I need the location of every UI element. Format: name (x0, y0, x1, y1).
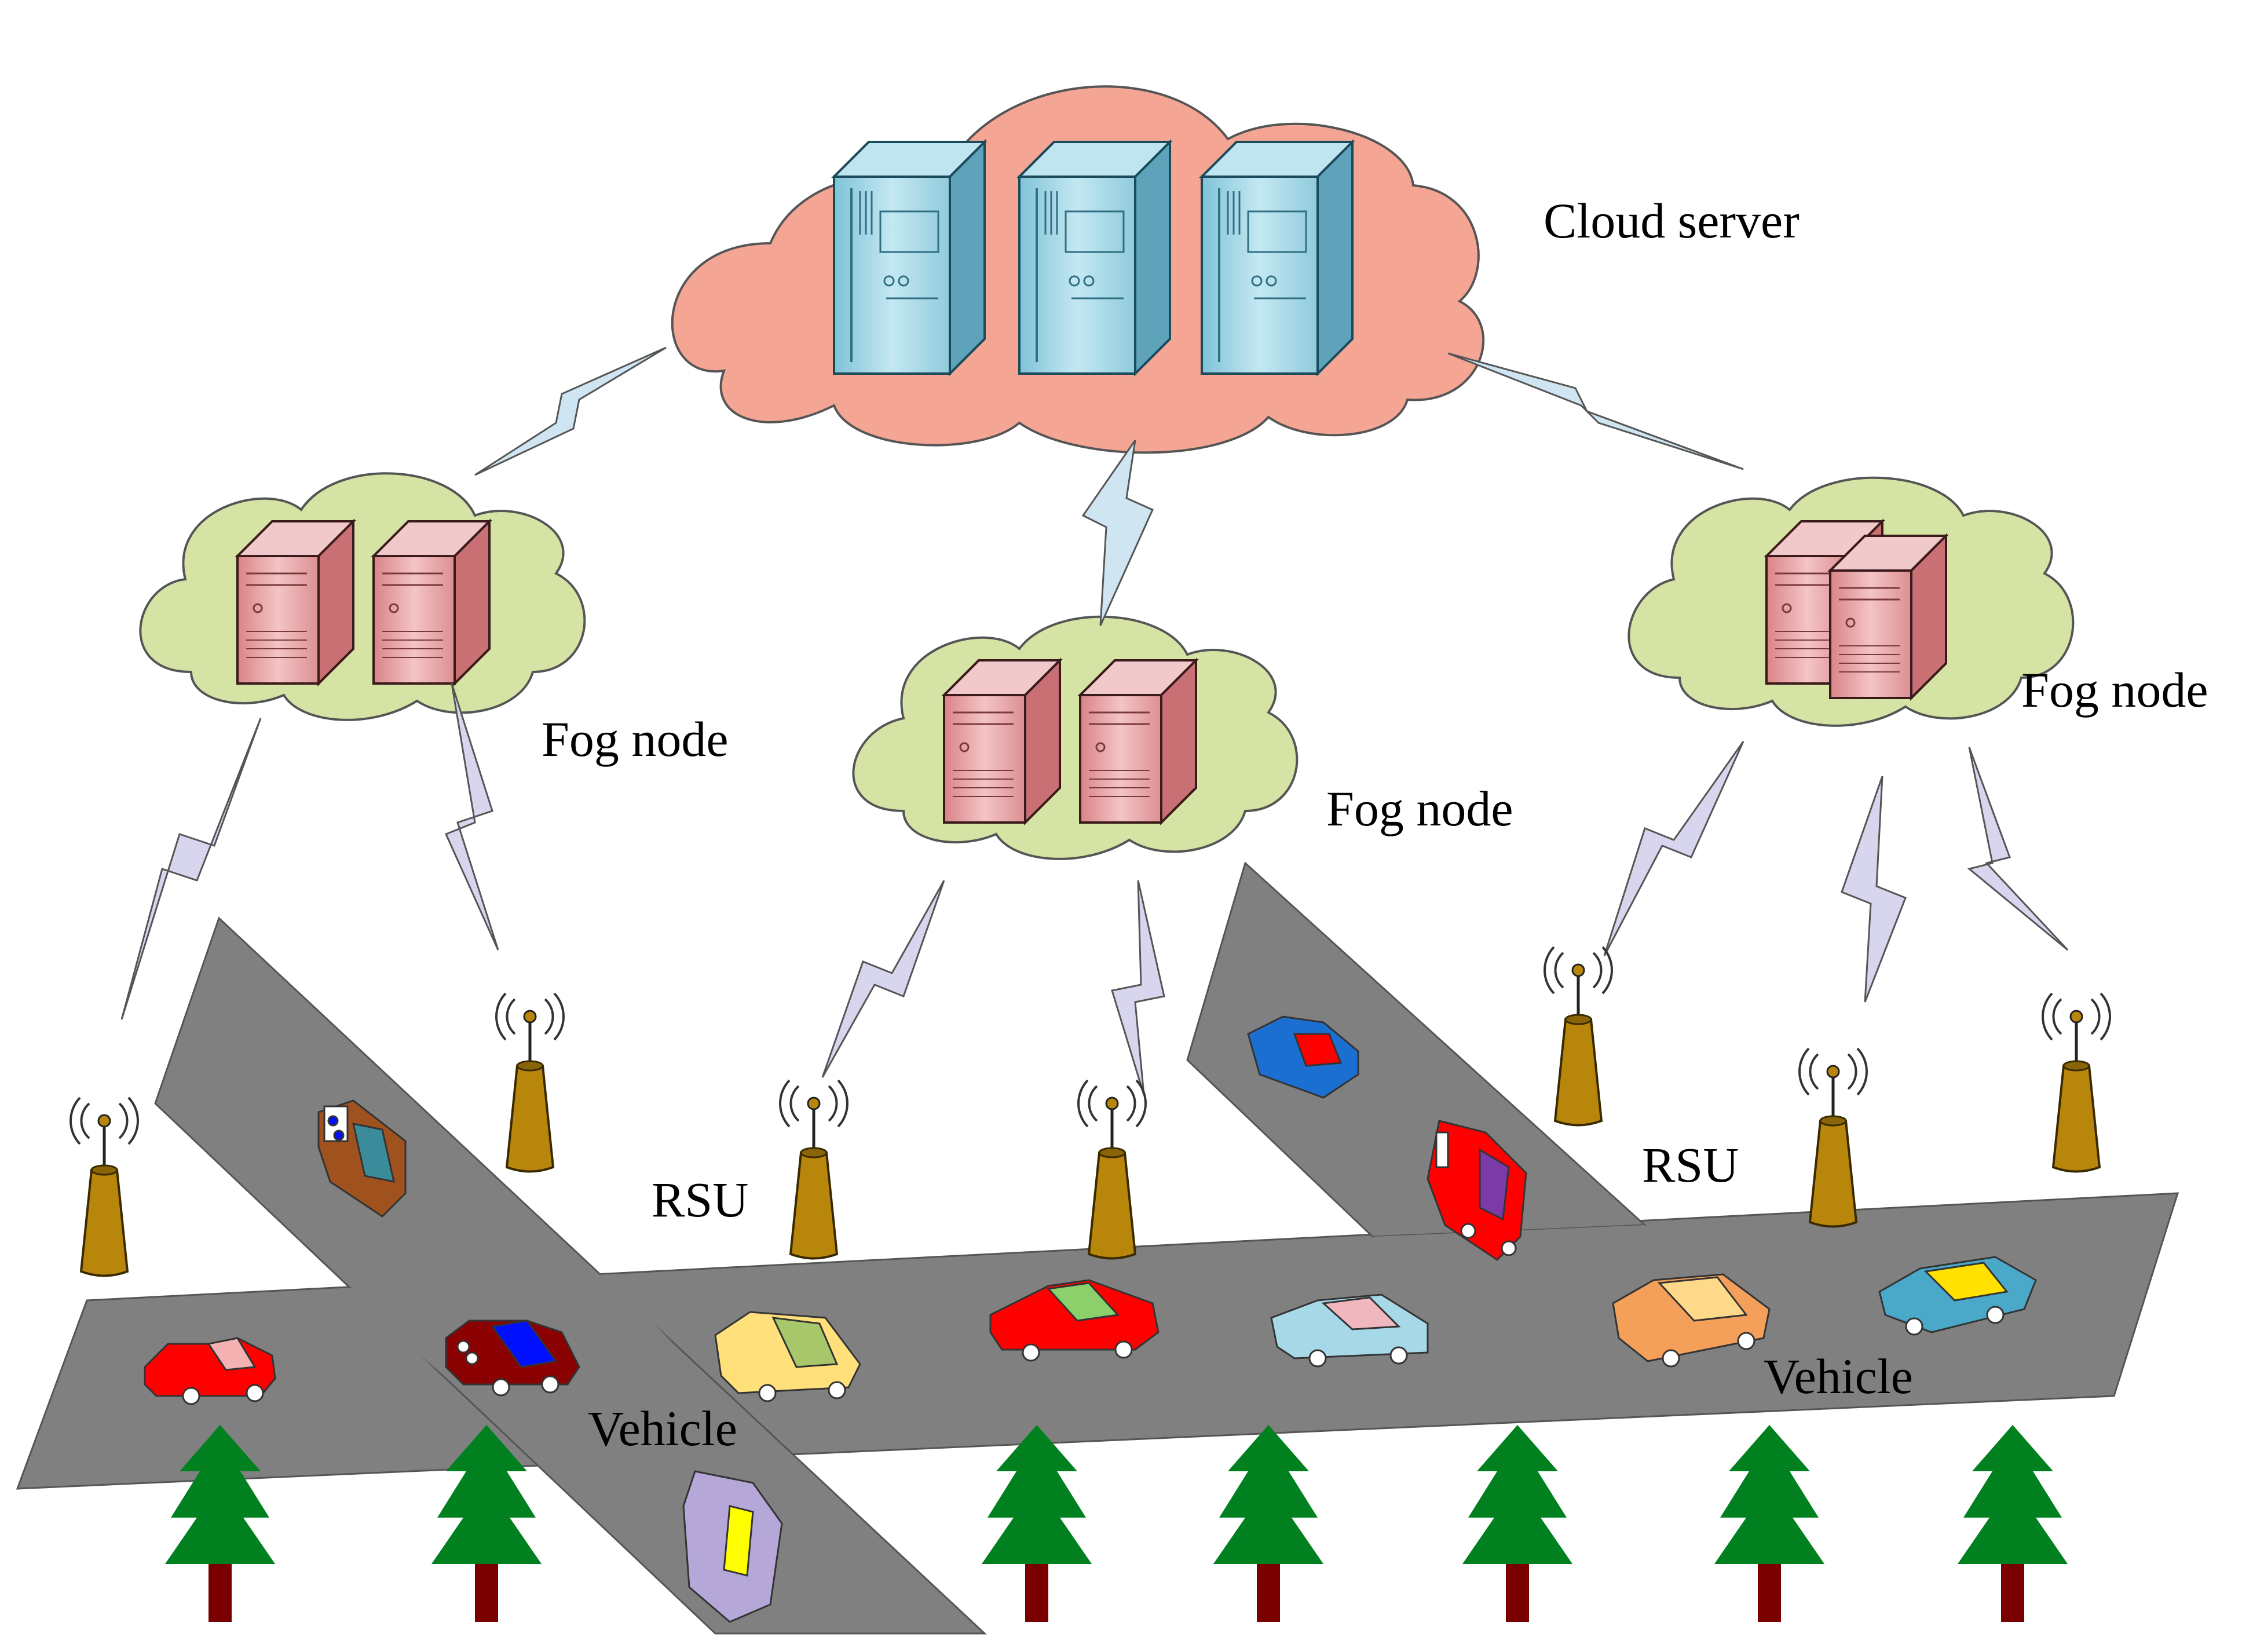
vehicle-teal (1878, 1256, 2037, 1336)
fog-server-right-2 (1829, 535, 1947, 699)
vehicle-lightblue (1270, 1293, 1429, 1368)
tree-3 (982, 1425, 1092, 1622)
label-cloud-server: Cloud server (1544, 193, 1800, 248)
fog-cloud-center (852, 615, 1299, 860)
vehicle-orange (1612, 1273, 1771, 1368)
cloud-server-rack-2 (1018, 141, 1171, 375)
label-rsu-right: RSU (1642, 1137, 1739, 1193)
vehicle-red-3 (1427, 1120, 1527, 1261)
vehicle-darkred (445, 1320, 580, 1397)
rsu-tower-4 (1078, 1080, 1146, 1259)
label-fog-node-right: Fog node (2021, 662, 2208, 718)
fog-node-right (1627, 476, 2075, 727)
link-cloud-fog-center (1081, 440, 1154, 626)
fog-server-left-2 (372, 520, 491, 685)
fog-server-left-1 (236, 520, 354, 685)
wireless-links (120, 346, 2069, 1095)
link-fog-center-rsu-1 (821, 880, 945, 1078)
label-vehicle-left: Vehicle (588, 1401, 737, 1456)
cloud-server-group (671, 85, 1485, 454)
tree-6 (1714, 1425, 1824, 1622)
link-fog-left-rsu-1 (120, 718, 262, 1020)
left-diagonal-road (154, 916, 987, 1635)
link-fog-left-rsu-2 (444, 683, 499, 951)
rsu-tower-7 (2043, 993, 2110, 1172)
label-fog-node-left: Fog node (542, 711, 729, 767)
link-fog-right-rsu-1 (1603, 741, 1744, 956)
fog-server-center-2 (1079, 659, 1197, 824)
rsu-tower-1 (71, 1098, 138, 1276)
fog-server-center-1 (943, 659, 1061, 824)
link-cloud-fog-right (1447, 352, 1744, 470)
vehicle-blue (1247, 1015, 1359, 1099)
link-fog-right-rsu-2 (1841, 776, 1907, 1003)
label-fog-node-center: Fog node (1326, 781, 1513, 836)
tree-4 (1213, 1425, 1323, 1622)
vehicle-purple (682, 1470, 783, 1623)
vehicles (144, 1015, 2037, 1623)
rsu-tower-3 (780, 1080, 847, 1259)
link-cloud-fog-left (474, 346, 667, 476)
vehicle-red-1 (144, 1337, 276, 1405)
labels: Cloud server Fog node Fog node Fog node … (542, 193, 2208, 1456)
label-rsu-left: RSU (652, 1172, 748, 1227)
fog-node-center (852, 615, 1299, 860)
vehicle-yellow (714, 1311, 861, 1402)
tree-5 (1462, 1425, 1572, 1622)
rsu-tower-2 (496, 993, 564, 1172)
fog-node-left (139, 472, 586, 721)
tree-7 (1958, 1425, 2068, 1622)
label-vehicle-right: Vehicle (1764, 1348, 1913, 1404)
vehicle-brown (317, 1099, 407, 1218)
fog-cloud-left (139, 472, 586, 721)
rsu-tower-6 (1800, 1048, 1867, 1227)
link-fog-right-rsu-3 (1967, 747, 2069, 951)
vehicle-red-2 (989, 1279, 1160, 1362)
link-fog-center-rsu-2 (1111, 880, 1165, 1095)
cloud-server-rack-1 (833, 141, 986, 375)
cloud-server-rack-3 (1201, 141, 1354, 375)
rsu-tower-5 (1545, 947, 1612, 1125)
